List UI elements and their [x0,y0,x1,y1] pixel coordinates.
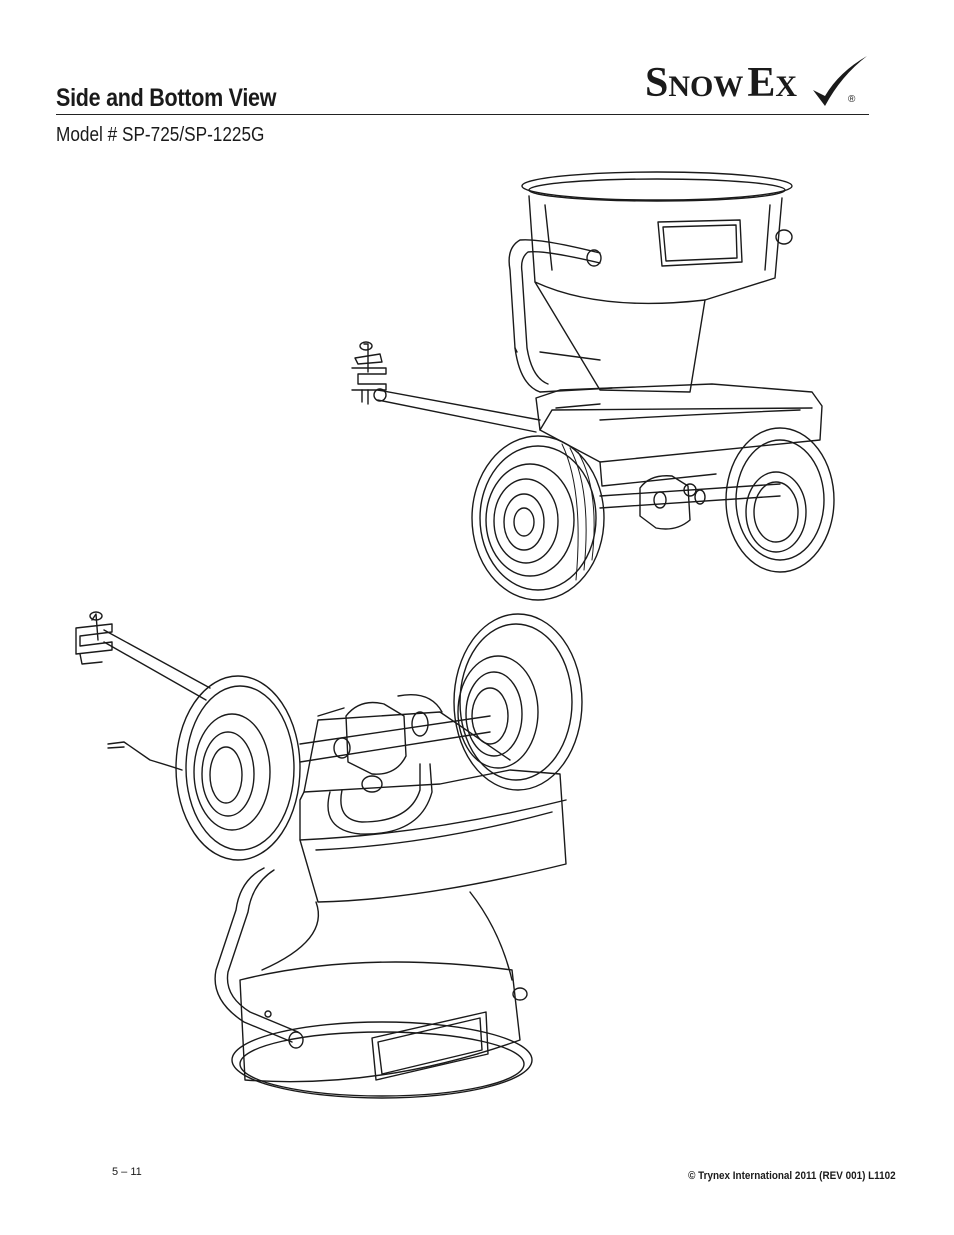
page-title: Side and Bottom View [56,84,277,112]
header-rule [56,114,869,115]
model-number: Model # SP-725/SP-1225G [56,124,265,146]
logo-wordmark: SNOWEX [645,60,798,106]
spreader-side-view-illustration [351,171,835,601]
spreader-bottom-view-illustration [75,611,583,1099]
snowex-logo: SNOWEX ® [645,54,870,112]
page-number: 5 – 11 [112,1166,142,1178]
copyright-notice: © Trynex International 2011 (REV 001) L1… [688,1170,896,1182]
registered-mark: ® [848,94,856,105]
checkmark-swoosh-icon [813,56,867,106]
